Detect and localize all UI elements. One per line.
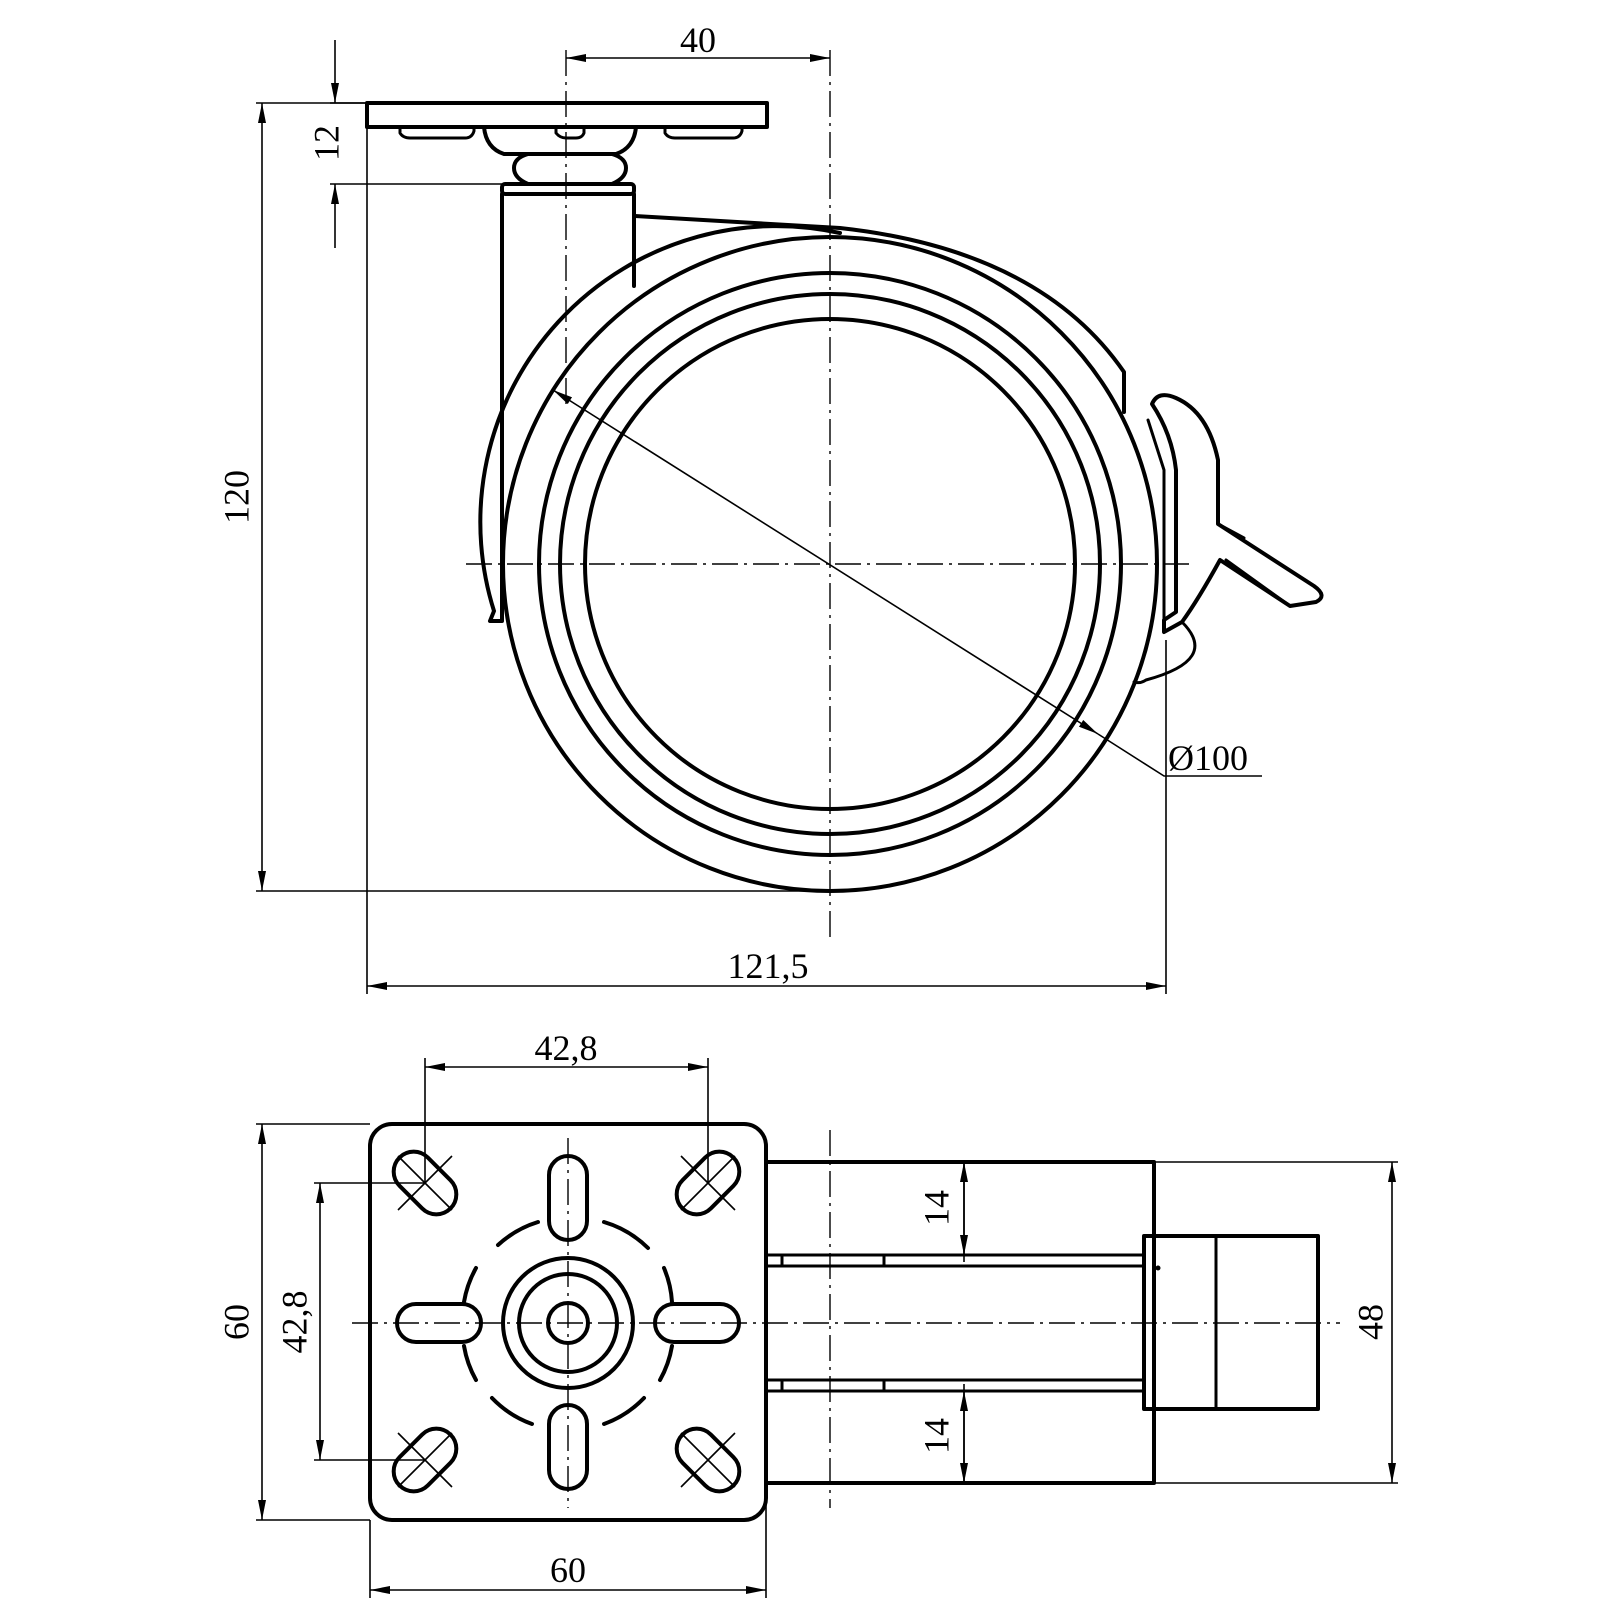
dim-diameter-line [552,389,1099,735]
side-fork-hood [632,214,1126,414]
dim-diameter-label: Ø100 [1168,738,1248,778]
side-swivel-neck [512,152,628,186]
side-wheel-cover [478,224,842,623]
side-fork-leg [500,192,636,482]
dim-121-label: 121,5 [728,946,809,986]
top-bearing-raceway [462,1220,674,1426]
dim-60v-label: 60 [216,1304,256,1340]
side-plate-bosses [398,125,744,140]
dim-14-top-label: 14 [916,1190,956,1226]
side-brake-housing [1146,418,1166,622]
top-brake-pedal-dot [1155,1265,1161,1271]
dim-14-bottom-label: 14 [916,1418,956,1454]
dim-12-label: 12 [306,125,346,161]
top-fork-bolt-marks [780,1253,886,1393]
dim-428h-label: 42,8 [535,1028,598,1068]
top-view: 42,8 60 42,8 60 14 14 48 [216,1028,1398,1598]
side-mounting-plate [365,101,769,129]
dim-120-label: 120 [216,470,256,524]
dim-60h-label: 60 [550,1550,586,1590]
dim-40-label: 40 [680,20,716,60]
dim-428v-label: 42,8 [274,1291,314,1354]
side-swivel-bearing [482,125,638,156]
side-brake-lever [1150,393,1324,634]
side-view: 40 12 120 121,5 Ø100 [216,20,1324,994]
top-corner-slots [391,1149,742,1494]
dim-diameter-leader [1097,733,1262,777]
side-kingpin-housing [500,182,636,196]
dim-48-label: 48 [1350,1304,1390,1340]
side-brake-lever-detail [1132,522,1292,685]
